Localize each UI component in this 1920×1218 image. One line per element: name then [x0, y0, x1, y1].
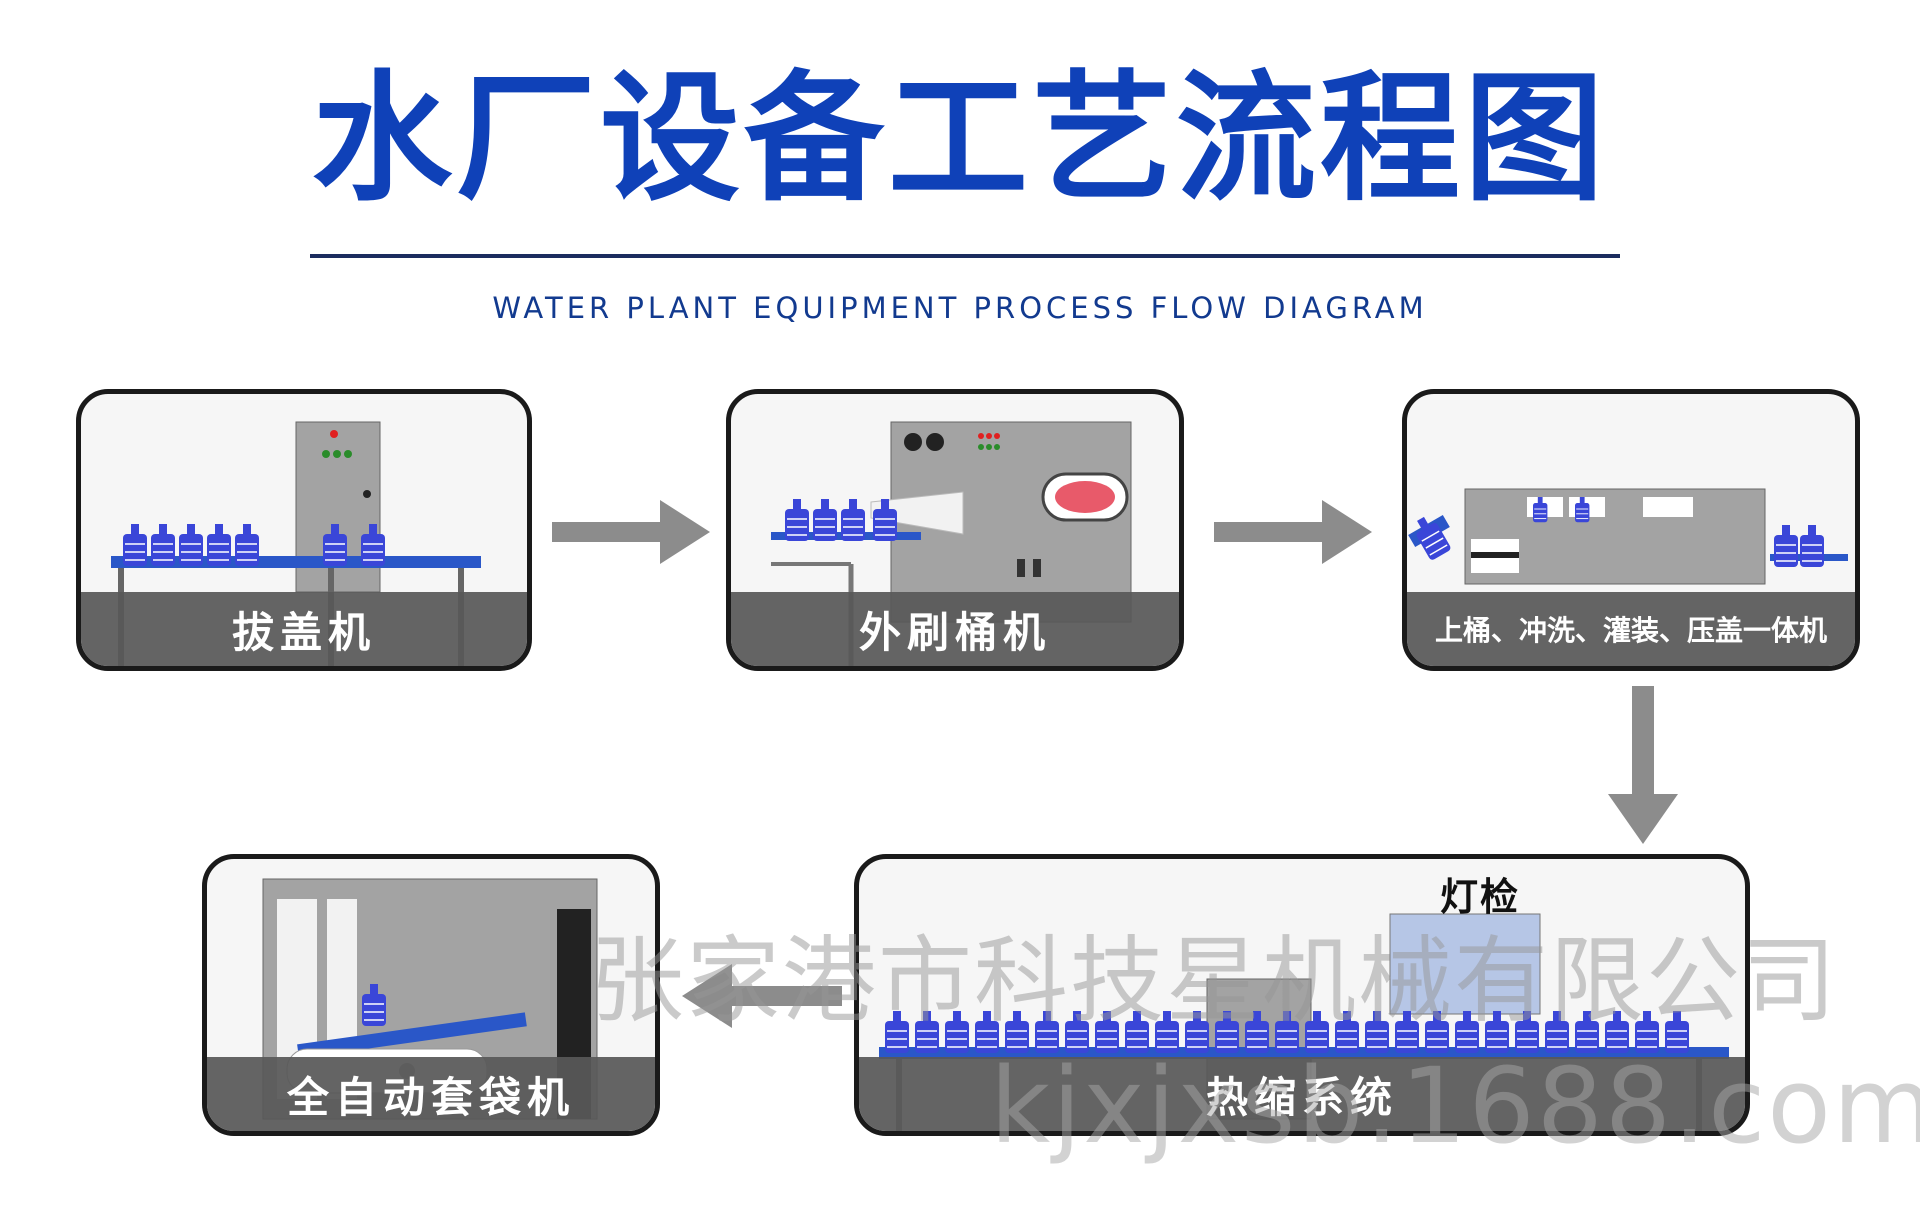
- water-bottle-icon: [1455, 1011, 1479, 1053]
- monoblock-illustration: [1408, 488, 1848, 585]
- water-bottle-icon: [785, 499, 809, 541]
- water-bottle-icon: [151, 524, 175, 566]
- water-bottle-icon: [1395, 1011, 1419, 1053]
- flow-arrow-down: [1608, 686, 1678, 844]
- water-bottle-icon: [1185, 1011, 1209, 1053]
- company-watermark: 张家港市科技星机械有限公司: [590, 927, 1839, 1036]
- water-bottle-icon: [123, 524, 147, 566]
- light-inspection-label: 灯检: [1440, 875, 1521, 919]
- light-inspection-box: [1389, 913, 1541, 1015]
- water-bottle-icon: [362, 984, 386, 1026]
- bottle-group: [123, 524, 385, 566]
- step-label: 上桶、冲洗、灌装、压盖一体机: [1407, 592, 1855, 666]
- water-bottle-icon: [361, 524, 385, 566]
- water-bottle-icon: [1365, 1011, 1389, 1053]
- water-bottle-icon: [1533, 497, 1548, 523]
- flow-arrow-right-2: [1214, 500, 1372, 564]
- conveyor-belt: [297, 1012, 527, 1059]
- url-watermark: kjxjxsb.1688.com: [990, 1045, 1920, 1167]
- step-label: 全自动套袋机: [207, 1057, 655, 1131]
- brush-window: [1055, 481, 1115, 513]
- water-bottle-icon: [1515, 1011, 1539, 1053]
- water-bottle-icon: [1575, 1011, 1599, 1053]
- water-bottle-icon: [1155, 1011, 1179, 1053]
- bottle-group: [885, 1011, 1689, 1053]
- water-bottle-icon: [1305, 1011, 1329, 1053]
- decapper-illustration: [111, 421, 481, 666]
- step-box-auto-bagger: 全自动套袋机: [202, 854, 660, 1136]
- water-bottle-icon: [1416, 516, 1451, 560]
- flow-arrow-right-1: [552, 500, 710, 564]
- water-bottle-icon: [1575, 497, 1590, 523]
- water-bottle-icon: [915, 1011, 939, 1053]
- water-bottle-icon: [1485, 1011, 1509, 1053]
- water-bottle-icon: [1035, 1011, 1059, 1053]
- water-bottle-icon: [813, 499, 837, 541]
- step-label: 外刷桶机: [731, 592, 1179, 666]
- step-box-decapper: 拔盖机: [76, 389, 532, 671]
- water-bottle-icon: [975, 1011, 999, 1053]
- title-divider: [310, 254, 1620, 258]
- heat-shrink-illustration: [879, 913, 1729, 1131]
- water-bottle-icon: [945, 1011, 969, 1053]
- water-bottle-icon: [179, 524, 203, 566]
- bottle-group: [785, 499, 897, 541]
- brush-machine-illustration: [771, 421, 1132, 666]
- water-bottle-icon: [885, 1011, 909, 1053]
- water-bottle-icon: [1005, 1011, 1029, 1053]
- water-bottle-icon: [873, 499, 897, 541]
- water-bottle-icon: [1774, 525, 1798, 567]
- water-bottle-icon: [235, 524, 259, 566]
- water-bottle-icon: [1215, 1011, 1239, 1053]
- water-bottle-icon: [1635, 1011, 1659, 1053]
- water-bottle-icon: [207, 524, 231, 566]
- water-bottle-icon: [841, 499, 865, 541]
- water-bottle-icon: [1125, 1011, 1149, 1053]
- water-bottle-icon: [323, 524, 347, 566]
- flow-arrow-left: [682, 964, 842, 1028]
- water-bottle-icon: [1245, 1011, 1269, 1053]
- water-bottle-icon: [1275, 1011, 1299, 1053]
- water-bottle-icon: [1545, 1011, 1569, 1053]
- step-label: 拔盖机: [81, 592, 527, 666]
- water-bottle-icon: [1800, 525, 1824, 567]
- water-bottle-icon: [1665, 1011, 1689, 1053]
- conveyor-belt: [111, 556, 481, 568]
- water-bottle-icon: [1425, 1011, 1449, 1053]
- water-bottle-icon: [1095, 1011, 1119, 1053]
- bottle-group: [1533, 497, 1590, 523]
- page-subtitle: WATER PLANT EQUIPMENT PROCESS FLOW DIAGR…: [492, 291, 1428, 325]
- page-title: 水厂设备工艺流程图: [311, 58, 1608, 221]
- step-label: 热缩系统: [859, 1057, 1745, 1131]
- step-box-filling-monoblock: 上桶、冲洗、灌装、压盖一体机: [1402, 389, 1860, 671]
- bottle-group: [362, 984, 386, 1026]
- bottle-group: [1416, 516, 1451, 560]
- step-box-exterior-brush: 外刷桶机: [726, 389, 1184, 671]
- bottle-group: [1774, 525, 1824, 567]
- water-bottle-icon: [1335, 1011, 1359, 1053]
- water-bottle-icon: [1605, 1011, 1629, 1053]
- water-bottle-icon: [1065, 1011, 1089, 1053]
- step-box-heat-shrink: 热缩系统: [854, 854, 1750, 1136]
